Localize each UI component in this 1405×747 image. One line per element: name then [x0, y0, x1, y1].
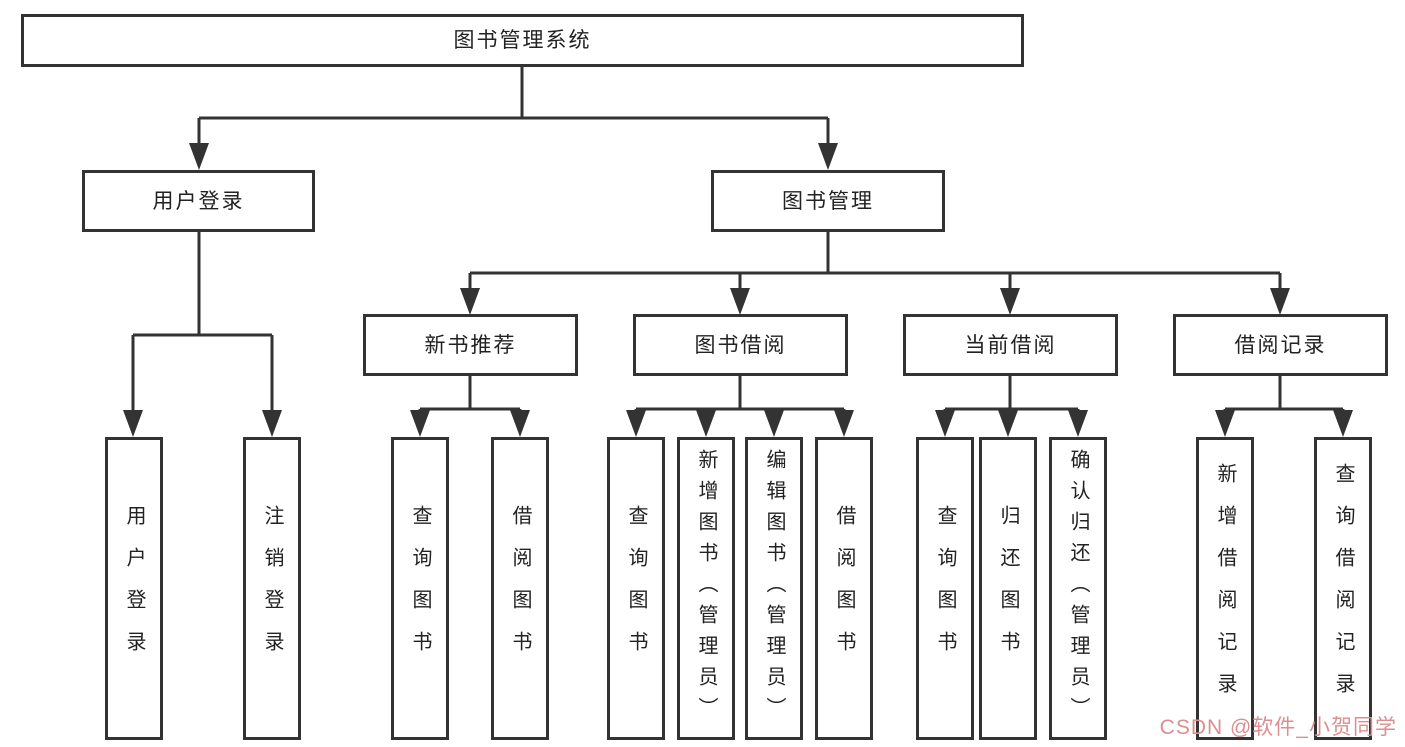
arrowhead-icons [123, 143, 1353, 437]
leaf-return-book: 归还图书 [979, 437, 1037, 740]
node-book-management: 图书管理 [711, 170, 945, 232]
leaf-add-book-admin: 新增图书（管理员） [677, 437, 735, 740]
leaf-edit-book-admin: 编辑图书（管理员） [745, 437, 803, 740]
leaf-borrow-books-recommend: 借阅图书 [491, 437, 549, 740]
node-user-login: 用户登录 [82, 170, 315, 232]
node-book-borrowing: 图书借阅 [633, 314, 848, 376]
node-new-book-recommend: 新书推荐 [363, 314, 578, 376]
leaf-confirm-return-admin: 确认归还（管理员） [1049, 437, 1107, 740]
node-borrowing-records: 借阅记录 [1173, 314, 1388, 376]
leaf-query-books-recommend: 查询图书 [391, 437, 449, 740]
leaf-logout: 注销登录 [243, 437, 301, 740]
node-current-borrowing: 当前借阅 [903, 314, 1118, 376]
leaf-borrow-books: 借阅图书 [815, 437, 873, 740]
leaf-query-books-borrow: 查询图书 [607, 437, 665, 740]
watermark: CSDN @软件_小贺同学 [1159, 716, 1397, 739]
leaf-user-login: 用户登录 [105, 437, 163, 740]
leaf-add-borrow-record: 新增借阅记录 [1196, 437, 1254, 740]
leaf-query-books-current: 查询图书 [916, 437, 974, 740]
leaf-query-borrow-record: 查询借阅记录 [1314, 437, 1372, 740]
node-library-system: 图书管理系统 [21, 14, 1024, 67]
